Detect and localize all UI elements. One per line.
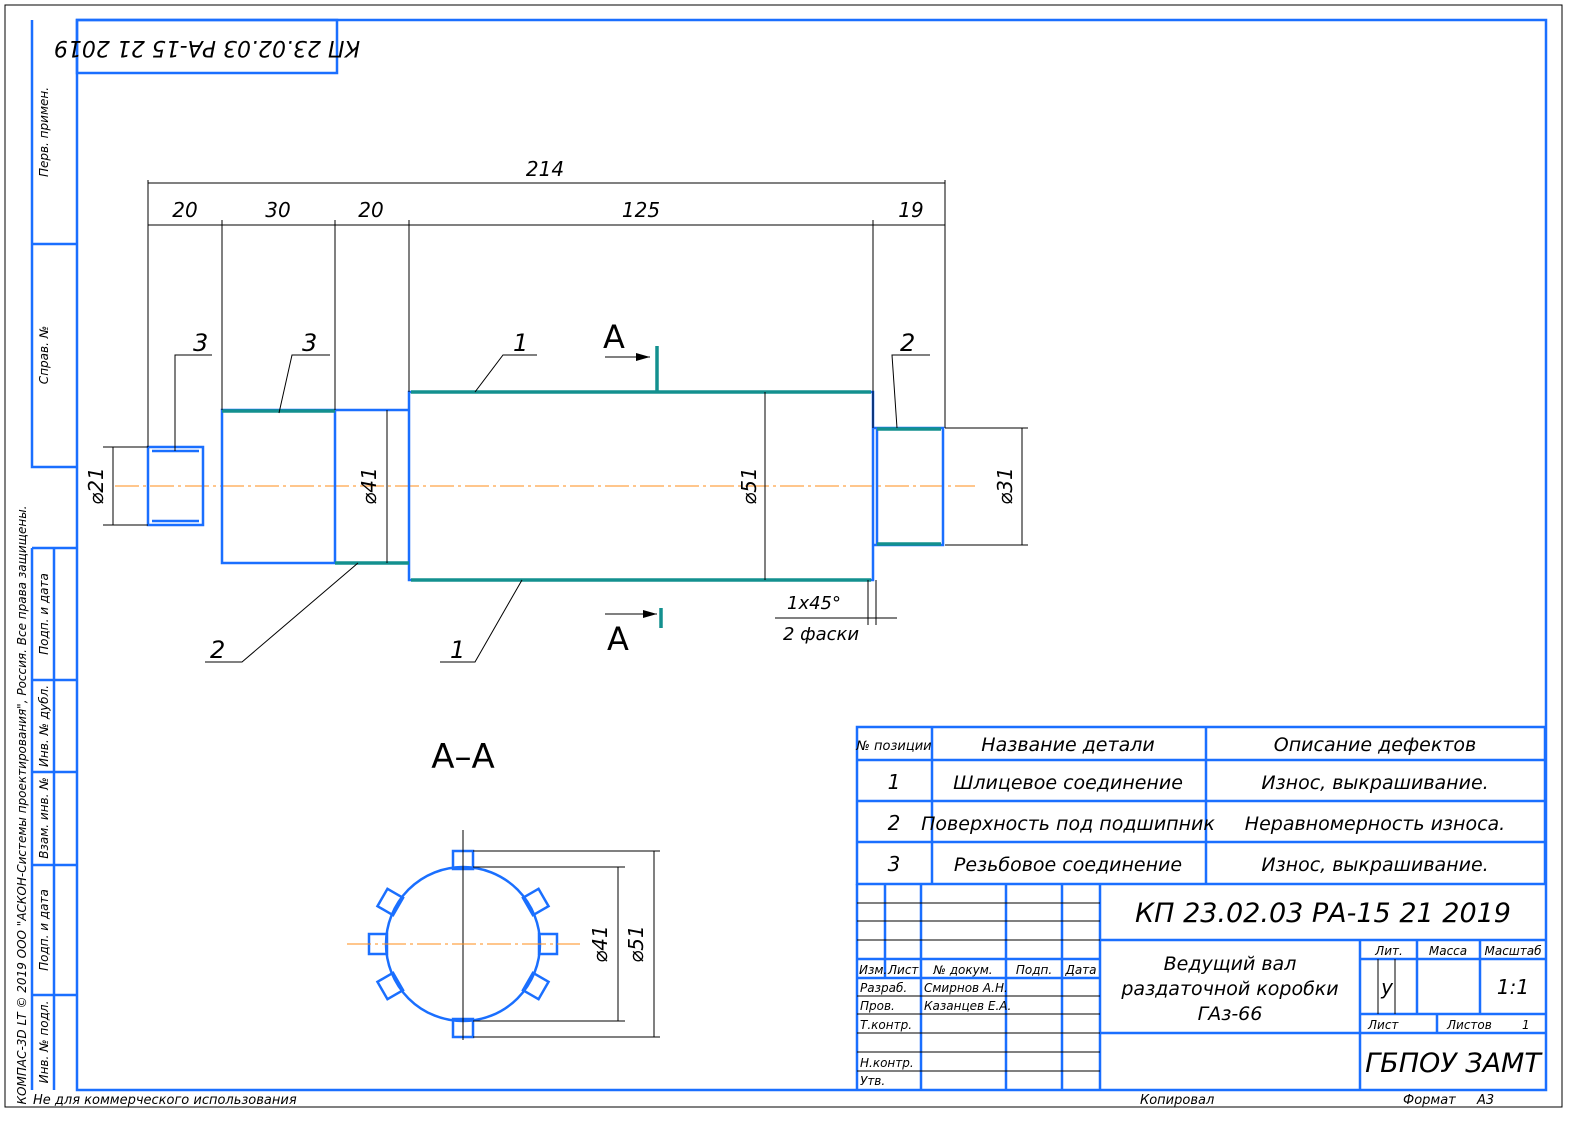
footer: Не для коммерческого использования Копир… [33,1093,1494,1108]
svg-text:раздаточной коробки: раздаточной коробки [1120,978,1338,1000]
svg-text:Масштаб: Масштаб [1484,944,1542,958]
svg-text:Резьбовое соединение: Резьбовое соединение [954,854,1182,876]
svg-text:КП 23.02.03 РА-15 21 2019: КП 23.02.03 РА-15 21 2019 [1135,898,1511,929]
svg-text:⌀51: ⌀51 [624,925,648,963]
svg-text:Износ, выкрашивание.: Износ, выкрашивание. [1261,772,1488,794]
svg-text:2: 2 [900,329,915,357]
svg-text:2 фаски: 2 фаски [783,624,859,645]
svg-text:Справ. №: Справ. № [37,326,51,384]
top-stamp-box [75,18,339,75]
svg-text:Название детали: Название детали [981,734,1154,756]
svg-text:Взам. инв. №: Взам. инв. № [37,777,51,858]
svg-text:№ позиции: № позиции [855,739,931,754]
svg-text:Н.контр.: Н.контр. [860,1056,914,1070]
svg-text:2: 2 [210,636,225,664]
svg-text:Лист: Лист [1367,1018,1399,1032]
svg-text:⌀51: ⌀51 [737,467,761,505]
defect-table: № позиции Название детали Описание дефек… [855,725,1547,886]
svg-text:1:1: 1:1 [1497,975,1529,999]
svg-text:Неравномерность износа.: Неравномерность износа. [1245,813,1505,835]
section-a-a: А–А ⌀41 ⌀51 [347,737,660,1040]
svg-text:КОМПАС-3D LT © 2019 ООО "АСКОН: КОМПАС-3D LT © 2019 ООО "АСКОН-Системы п… [15,506,29,1105]
svg-text:1: 1 [1522,1018,1530,1032]
svg-text:Масса: Масса [1429,944,1467,958]
shaft-view: 214 20 30 20 125 19 ⌀21 ⌀41 ⌀51 ⌀31 3 3 … [84,157,1028,664]
svg-text:Казанцев Е.А.: Казанцев Е.А. [924,999,1011,1013]
outer-frame [4,4,1563,1108]
left-strip: Перв. примен. Справ. № Подп. и дата Инв.… [15,20,77,1104]
svg-text:ГАз-66: ГАз-66 [1198,1003,1263,1025]
svg-text:А: А [603,318,625,356]
svg-text:20: 20 [358,198,383,222]
svg-text:1: 1 [450,636,465,664]
svg-text:Шлицевое соединение: Шлицевое соединение [953,772,1183,794]
inner-frame [75,18,1548,1092]
svg-text:Подп.: Подп. [1016,963,1052,977]
svg-text:Перв. примен.: Перв. примен. [37,87,51,177]
title-block: КП 23.02.03 РА-15 21 2019 Ведущий вал ра… [855,884,1546,1090]
svg-text:Утв.: Утв. [860,1074,885,1088]
svg-text:А–А: А–А [431,737,495,777]
svg-text:1: 1 [888,770,901,794]
svg-text:Формат: Формат [1403,1093,1456,1108]
svg-text:A3: A3 [1476,1093,1494,1108]
svg-text:ГБПОУ ЗАМТ: ГБПОУ ЗАМТ [1365,1048,1543,1079]
svg-text:Т.контр.: Т.контр. [860,1018,912,1032]
svg-text:214: 214 [526,157,564,181]
svg-text:№ докум.: № докум. [932,963,992,977]
svg-text:Инв. № подл.: Инв. № подл. [37,1001,51,1084]
svg-text:Разраб.: Разраб. [860,981,907,995]
svg-text:20: 20 [172,198,197,222]
svg-text:1: 1 [513,329,528,357]
svg-text:2: 2 [888,811,901,835]
svg-text:А: А [607,620,629,658]
svg-text:Подп. и дата: Подп. и дата [37,573,51,655]
svg-text:Описание дефектов: Описание дефектов [1274,734,1476,756]
svg-text:Инв. № дубл.: Инв. № дубл. [37,685,51,767]
svg-text:Дата: Дата [1064,963,1096,977]
svg-text:Не для коммерческого использов: Не для коммерческого использования [33,1093,297,1108]
svg-text:Поверхность под подшипник: Поверхность под подшипник [921,813,1215,835]
svg-text:3: 3 [888,852,901,876]
svg-text:125: 125 [622,198,660,222]
svg-text:Смирнов А.Н.: Смирнов А.Н. [924,981,1008,995]
svg-text:1x45°: 1x45° [787,593,841,614]
svg-text:Подп. и дата: Подп. и дата [37,889,51,971]
svg-text:Копировал: Копировал [1140,1093,1214,1108]
svg-text:⌀41: ⌀41 [588,925,612,963]
svg-text:3: 3 [193,329,208,357]
svg-text:у: у [1380,975,1394,999]
svg-text:⌀31: ⌀31 [993,467,1017,505]
svg-text:⌀21: ⌀21 [84,467,108,505]
top-stamp: КП 23.02.03 РА-15 21 2019 [54,35,360,60]
svg-text:19: 19 [898,198,923,222]
svg-text:Изм.: Изм. [859,963,887,977]
svg-text:Ведущий вал: Ведущий вал [1164,953,1297,975]
svg-text:30: 30 [265,198,290,222]
svg-text:Лит.: Лит. [1374,944,1403,958]
svg-text:Листов: Листов [1446,1018,1492,1032]
svg-text:Пров.: Пров. [860,999,895,1013]
svg-text:Износ, выкрашивание.: Износ, выкрашивание. [1261,854,1488,876]
svg-text:⌀41: ⌀41 [357,467,381,505]
svg-text:3: 3 [302,329,317,357]
svg-text:Лист: Лист [887,963,919,977]
